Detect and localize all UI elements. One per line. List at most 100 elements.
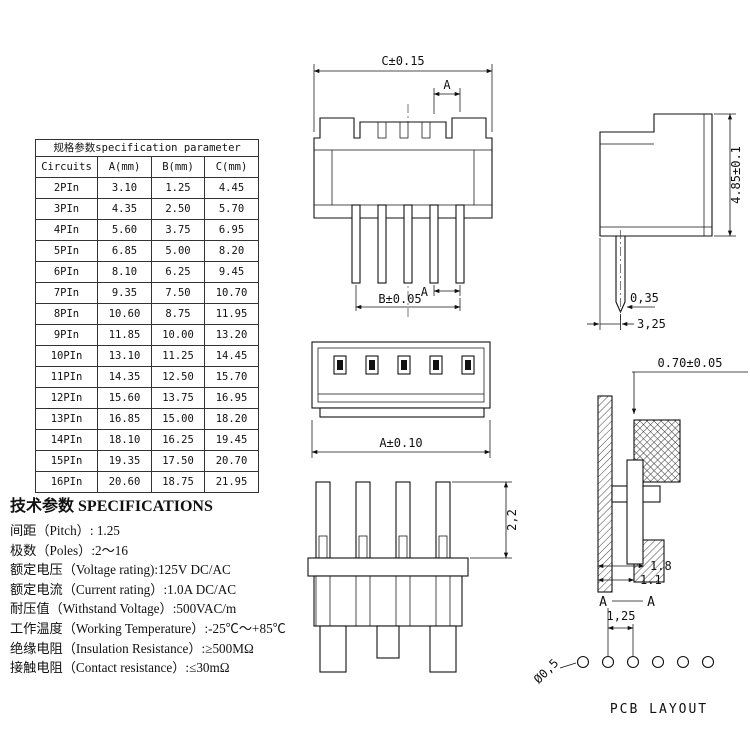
section-left-wall [597,395,613,593]
dim-section-pin: 0.70±0.05 [657,356,722,370]
table-cell: 18.75 [151,471,205,493]
pcb-layout-drawing: A A 1,25 Ø0,5 PCB LAYOUT [531,595,715,717]
table-cell: 12.50 [151,366,205,388]
table-cell: 13.75 [151,387,205,409]
table-cell: 14PIn [35,429,98,451]
table-cell: 16.25 [151,429,205,451]
table-cell: 8PIn [35,303,98,325]
dim-top-width: A±0.10 [379,436,422,450]
table-cell: 4.35 [97,198,152,220]
spec-table-title: 规格参数specification parameter [34,139,260,157]
front-view-drawing: C±0.15 A A B±0.05 [313,54,493,318]
table-cell: 16.85 [97,408,152,430]
table-cell: 19.35 [97,450,152,472]
dim-section-w2: 1.1 [640,573,662,587]
mounting-leg-left [319,625,347,673]
table-cell: 16PIn [35,471,98,493]
side-view-drawing: 4.85±0.1 0,35 3,25 [587,113,743,331]
table-cell: 15PIn [35,450,98,472]
table-cell: 21.95 [203,471,260,493]
table-cell: 10.60 [97,303,152,325]
table-cell: 20.60 [97,471,152,493]
table-cell: 15.70 [203,366,260,388]
mounted-body [313,575,463,627]
dim-pcb-pitch: 1,25 [607,609,636,623]
table-cell: 4PIn [35,219,98,241]
table-cell: 3.10 [97,177,152,199]
table-cell: 7PIn [35,282,98,304]
table-cell: 12PIn [35,387,98,409]
table-cell: 13PIn [35,408,98,430]
spec-line: 接触电阻（Contact resistance）:≤30mΩ [10,660,230,676]
pcb-layout-caption: PCB LAYOUT [610,702,708,717]
table-cell: 4.45 [203,177,260,199]
top-view-drawing: A±0.10 [311,341,491,458]
spec-line: 间距（Pitch）: 1.25 [10,523,120,538]
table-cell: 3PIn [35,198,98,220]
table-cell: 9.35 [97,282,152,304]
table-cell: 15.00 [151,408,205,430]
table-cell: 5PIn [35,240,98,262]
section-mark-left: A [599,595,607,610]
dim-front-pitch-top: A [443,78,451,92]
table-cell: 8.75 [151,303,205,325]
spec-line: 额定电压（Voltage rating):125V DC/AC [10,562,231,578]
specifications-heading-en: SPECIFICATIONS [78,498,213,515]
spec-line: 额定电流（Current rating）:1.0A DC/AC [10,581,237,597]
table-cell: 10.00 [151,324,205,346]
latch-slot [421,121,431,139]
dim-side-pin-width: 0,35 [630,291,659,305]
table-cell: 3.75 [151,219,205,241]
table-cell: 17.50 [151,450,205,472]
dim-side-depth: 3,25 [637,317,666,331]
contact-windows [333,355,475,375]
section-view-drawing: 0.70±0.05 1.8 1.1 [597,356,748,593]
table-cell: 10PIn [35,345,98,367]
table-cell: 15.60 [97,387,152,409]
front-view-pins [351,204,465,284]
table-cell: 5.70 [203,198,260,220]
table-cell: 5.60 [97,219,152,241]
section-contact-vertical [626,459,644,565]
table-cell: 18.20 [203,408,260,430]
table-cell: 20.70 [203,450,260,472]
dim-front-pitch-bottom: A [421,285,429,299]
dim-front-width: C±0.15 [381,54,424,68]
table-cell: 7.50 [151,282,205,304]
section-mark-right: A [647,595,655,610]
specifications-heading-zh: 技术参数 [10,498,75,515]
spec-line: 耐压值（Withstand Voltage）:500VAC/m [10,601,237,617]
dim-section-w1: 1.8 [650,559,672,573]
mounting-leg-right [429,625,457,673]
table-cell: 9.45 [203,261,260,283]
side-view-pin [615,235,626,314]
table-cell: 11.25 [151,345,205,367]
column-header: C(mm) [203,156,260,178]
table-cell: 10.70 [203,282,260,304]
table-cell: 6PIn [35,261,98,283]
dim-pcb-hole-diameter: Ø0,5 [531,656,561,686]
table-cell: 11.85 [97,324,152,346]
spec-line: 工作温度（Working Temperature）:-25℃～+85℃ [10,620,286,636]
table-cell: 6.85 [97,240,152,262]
dim-side-height: 4.85±0.1 [729,146,743,204]
